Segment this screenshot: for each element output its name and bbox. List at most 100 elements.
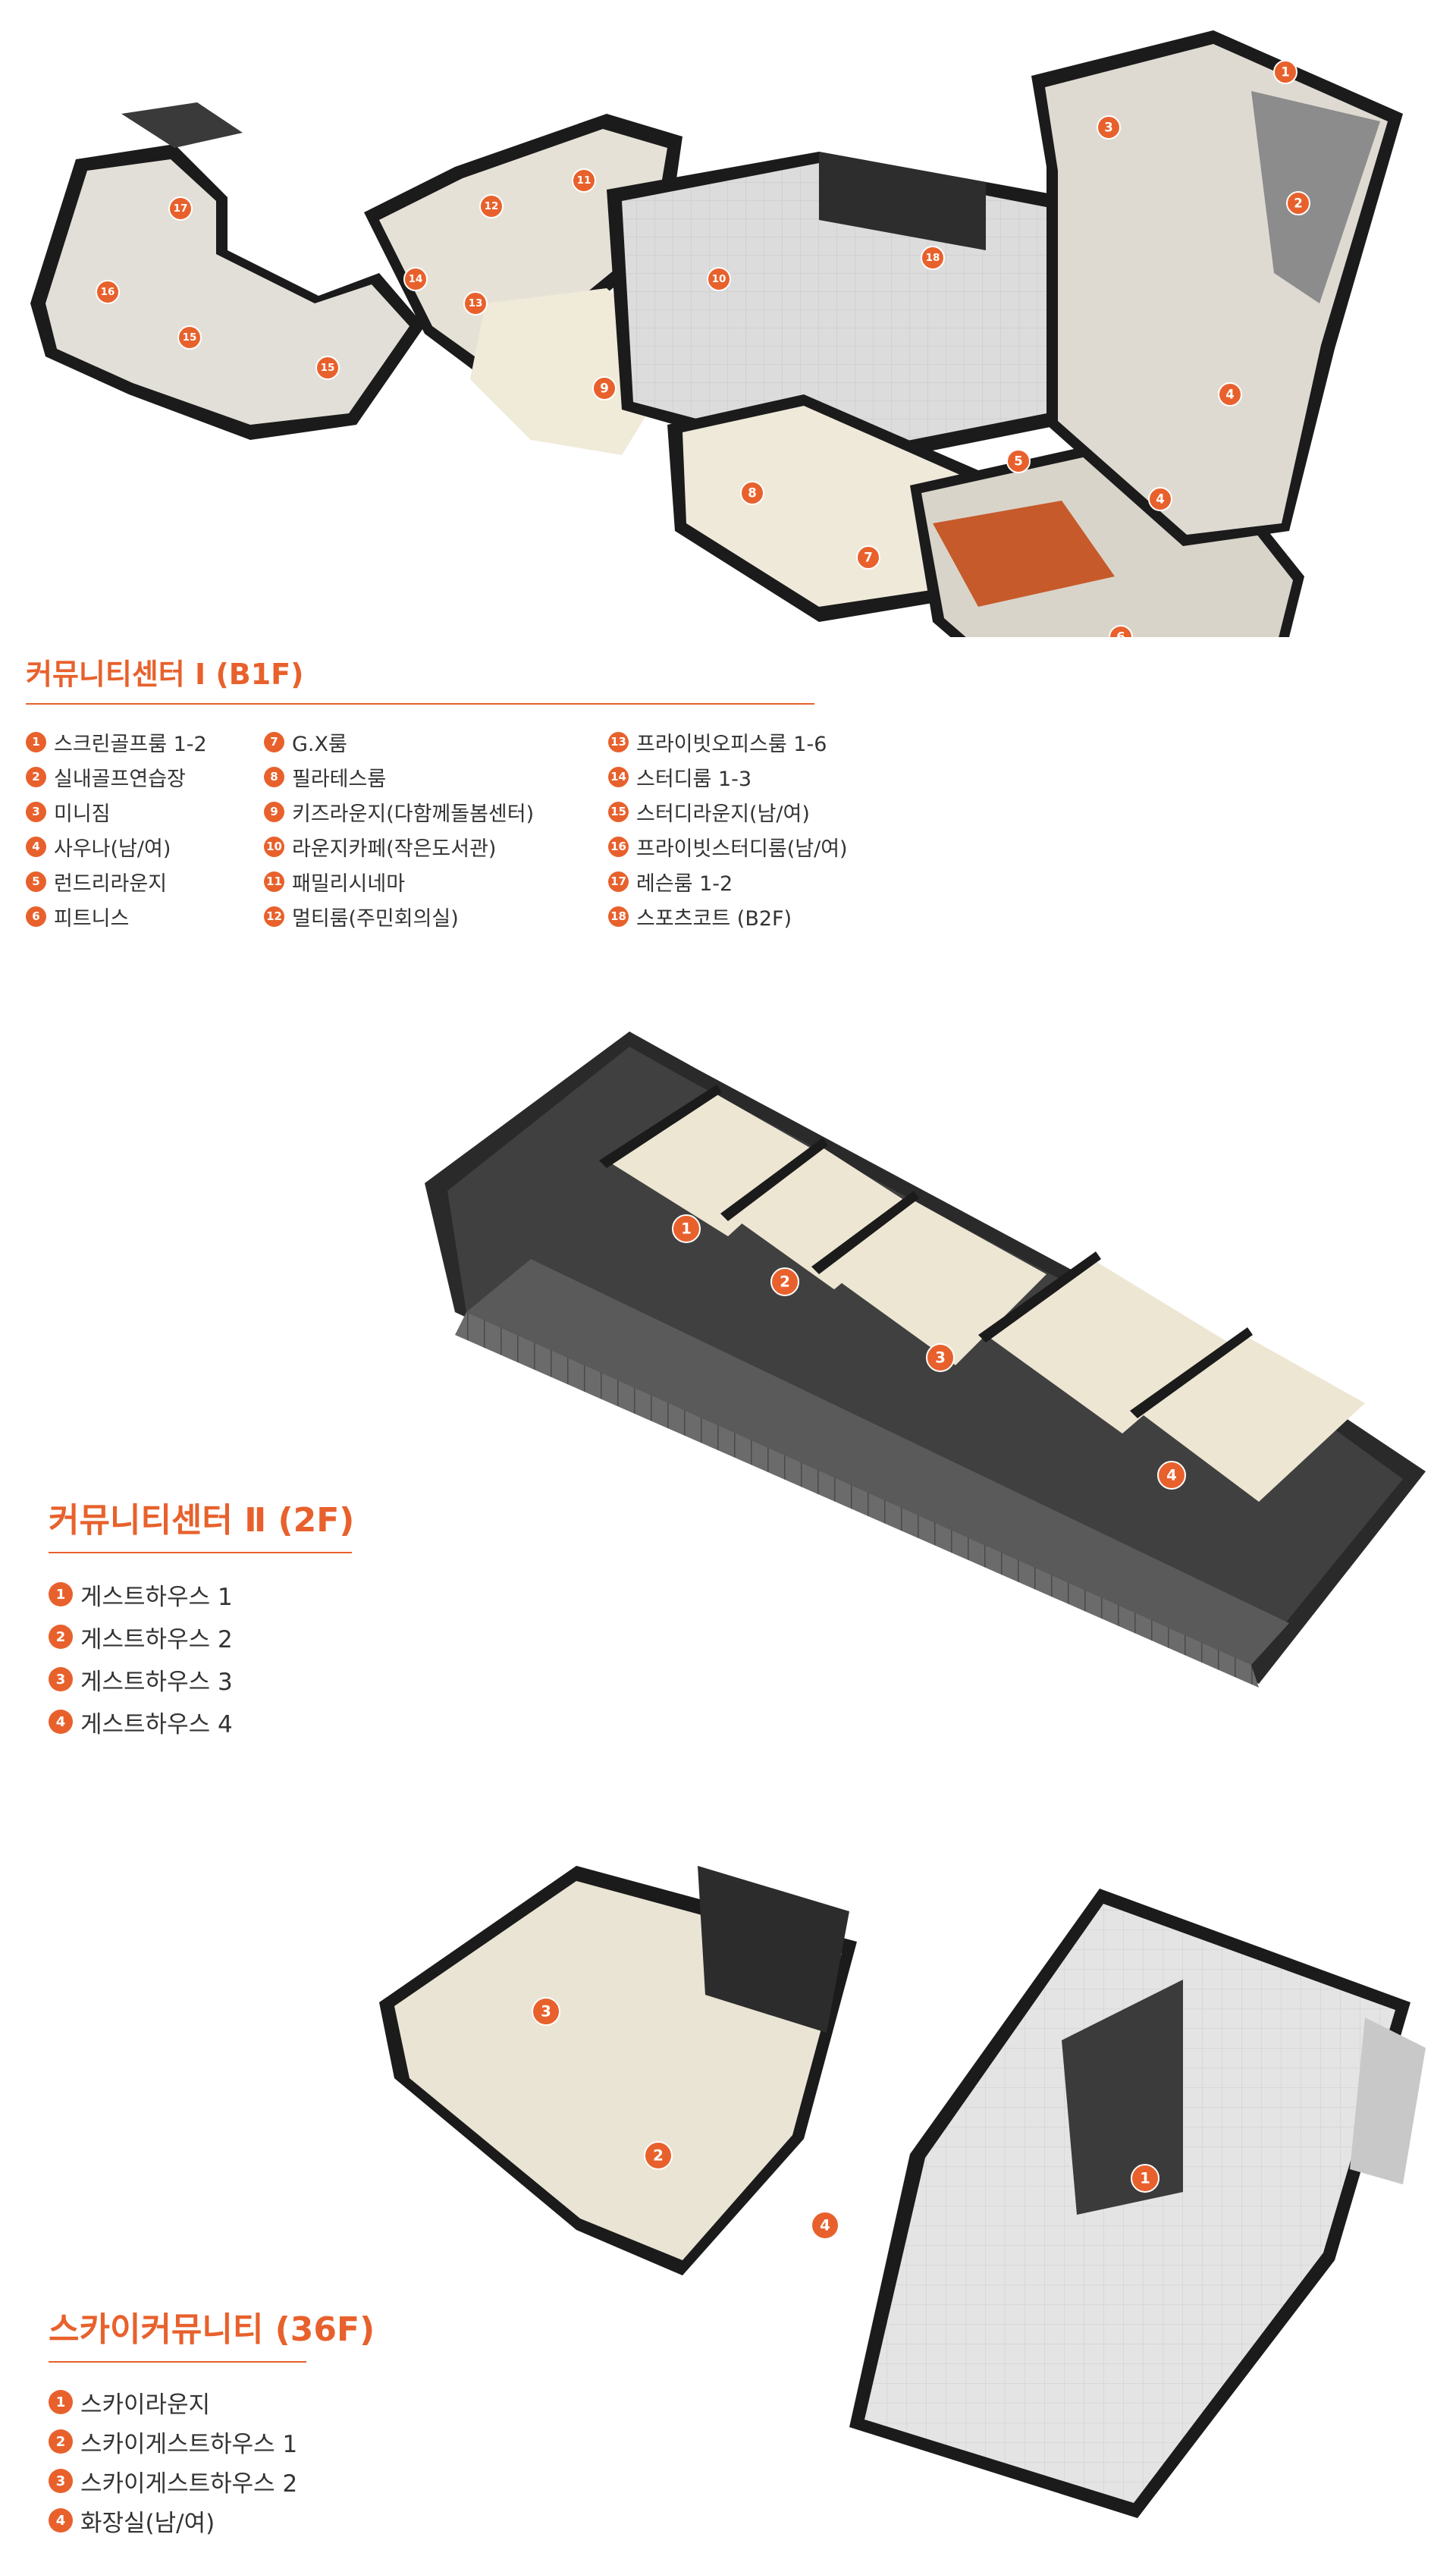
plan-marker: 12 xyxy=(479,194,504,218)
number-badge: 7 xyxy=(264,731,284,752)
plan-marker-number: 2 xyxy=(780,1273,790,1291)
plan-marker: 1 xyxy=(1273,60,1298,84)
plan-marker: 2 xyxy=(644,2141,673,2170)
legend-label: 프라이빗스터디룸(남/여) xyxy=(636,837,848,861)
legend-label: 게스트하우스 2 xyxy=(80,1625,233,1653)
number-badge: 12 xyxy=(264,906,284,927)
number-badge: 6 xyxy=(26,906,46,927)
legend-label: 키즈라운지(다함께돌봄센터) xyxy=(292,802,535,826)
legend-label: 게스트하우스 4 xyxy=(80,1710,233,1738)
number-badge: 9 xyxy=(264,801,284,822)
legend-label: 게스트하우스 1 xyxy=(80,1583,233,1611)
legend-label: 화장실(남/여) xyxy=(80,2509,215,2537)
plan-marker-number: 10 xyxy=(712,273,726,285)
legend-label: 실내골프연습장 xyxy=(54,767,186,791)
number-badge: 3 xyxy=(26,801,46,822)
number-badge: 14 xyxy=(608,766,629,787)
legend-label: 미니짐 xyxy=(54,802,111,826)
legend-label: 패밀리시네마 xyxy=(292,871,406,896)
number-badge: 2 xyxy=(49,1625,73,1649)
plan-marker-number: 5 xyxy=(1014,454,1022,469)
plan-marker: 1 xyxy=(672,1214,701,1243)
plan-marker-number: 6 xyxy=(1116,630,1125,638)
legend-label: 라운지카페(작은도서관) xyxy=(292,837,497,861)
legend-item: 9 키즈라운지(다함께돌봄센터) xyxy=(264,794,590,829)
plan-marker-number: 1 xyxy=(1140,2170,1150,2187)
plan-marker-number: 18 xyxy=(926,252,940,264)
plan-marker-number: 15 xyxy=(321,362,335,374)
plan-marker-number: 3 xyxy=(935,1349,946,1367)
plan-marker-number: 7 xyxy=(864,551,872,565)
plan-marker-number: 2 xyxy=(653,2147,664,2165)
plan-marker-number: 4 xyxy=(820,2217,830,2234)
number-badge: 3 xyxy=(49,2469,73,2493)
plan-marker: 15 xyxy=(177,325,202,350)
number-badge: 8 xyxy=(264,766,284,787)
number-badge: 11 xyxy=(264,871,284,892)
plan-marker: 2 xyxy=(770,1267,799,1296)
section-title: 커뮤니티센터 Ⅱ (2F) xyxy=(49,1493,354,1553)
legend-label: 스카이라운지 xyxy=(80,2391,211,2419)
legend-item: 4 사우나(남/여) xyxy=(26,829,246,864)
plan-marker: 11 xyxy=(572,168,596,193)
plan-marker: 1 xyxy=(1131,2164,1159,2193)
plan-marker-number: 3 xyxy=(1104,121,1112,135)
plan-marker-number: 17 xyxy=(174,203,188,215)
plan-marker: 4 xyxy=(1157,1461,1186,1490)
plan-marker: 14 xyxy=(403,267,428,291)
legend-label: 게스트하우스 3 xyxy=(80,1668,233,1696)
plan-marker-number: 4 xyxy=(1166,1467,1177,1484)
plan-marker: 16 xyxy=(96,280,120,304)
legend-item: 3 게스트하우스 3 xyxy=(49,1658,428,1700)
legend-item: 5 런드리라운지 xyxy=(26,864,246,899)
legend-label: 스크린골프룸 1-2 xyxy=(54,732,207,756)
number-badge: 1 xyxy=(26,731,46,752)
number-badge: 3 xyxy=(49,1667,73,1691)
plan-marker-number: 2 xyxy=(1294,196,1302,211)
legend-label: 스카이게스트하우스 2 xyxy=(80,2470,298,2498)
plan-marker-number: 1 xyxy=(681,1220,692,1238)
legend-label: 프라이빗오피스룸 1-6 xyxy=(636,732,827,756)
legend-item: 3 미니짐 xyxy=(26,794,246,829)
legend-label: 스터디라운지(남/여) xyxy=(636,802,810,826)
number-badge: 5 xyxy=(26,871,46,892)
legend-label: 레슨룸 1-2 xyxy=(636,871,733,896)
plan-marker: 18 xyxy=(921,246,945,270)
plan-marker-number: 15 xyxy=(183,331,197,344)
plan-marker-number: 8 xyxy=(748,486,756,501)
legend-label: 스카이게스트하우스 1 xyxy=(80,2430,298,2458)
plan-marker: 3 xyxy=(1097,115,1121,140)
legend-label: 런드리라운지 xyxy=(54,871,168,896)
plan-markers: 1 2 3 4 xyxy=(672,1214,1186,1490)
plan-marker-number: 4 xyxy=(1225,388,1234,402)
legend-item: 1 스카이라운지 xyxy=(49,2382,428,2422)
number-badge: 1 xyxy=(49,2390,73,2414)
legend-label: 멀티룸(주민회의실) xyxy=(292,906,459,931)
number-badge: 4 xyxy=(26,836,46,857)
plan-marker-number: 12 xyxy=(485,200,499,212)
legend-label: 사우나(남/여) xyxy=(54,837,171,861)
plan-marker: 4 xyxy=(1148,487,1172,511)
legend-item: 12 멀티룸(주민회의실) xyxy=(264,899,590,934)
plan-marker-number: 16 xyxy=(101,286,115,298)
plan-marker: 4 xyxy=(811,2211,839,2240)
